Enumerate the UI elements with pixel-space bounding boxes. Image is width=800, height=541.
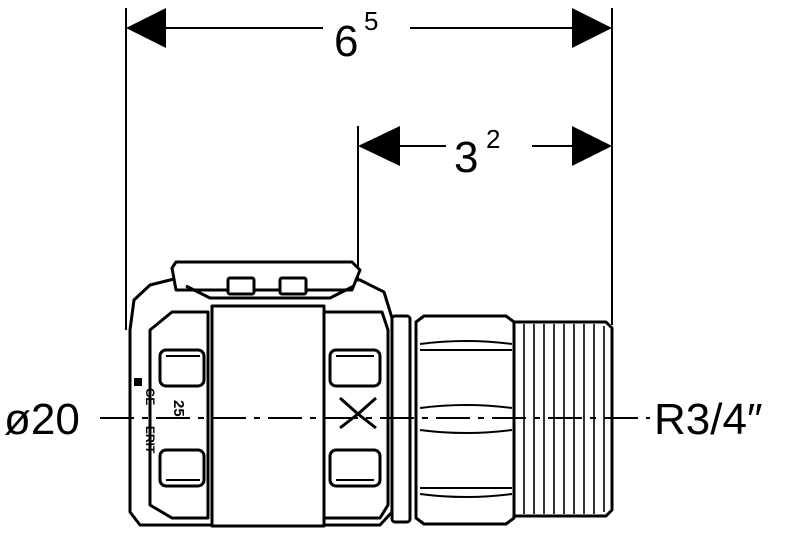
- overall-dimension: 6 5: [125, 6, 613, 330]
- arrowhead-left: [126, 8, 166, 48]
- window-details: [166, 355, 374, 481]
- hex-facets: [419, 340, 513, 498]
- arrowhead-right: [572, 8, 612, 48]
- insert-arrowhead-left: [358, 126, 400, 166]
- insert-dimension: 3 2: [357, 124, 612, 395]
- brand-text-bottom: ERIT: [143, 426, 157, 454]
- release-ring-tab-left: [226, 276, 256, 296]
- brand-text-top: GE: [143, 388, 157, 405]
- brand-square-mark: [134, 378, 142, 386]
- release-ring: [170, 260, 362, 292]
- overall-dimension-value: 6: [334, 17, 358, 66]
- thread-size-label: R3/4″: [654, 395, 763, 444]
- insert-dimension-superscript: 2: [486, 124, 500, 154]
- body-marks: GE ERIT 25: [134, 378, 377, 454]
- window-lower-left: [158, 448, 206, 488]
- insert-arrowhead-right: [572, 126, 612, 166]
- direction-symbol-icon: [339, 396, 377, 430]
- pipe-diameter-label: ø20: [4, 395, 80, 444]
- window-upper-right: [328, 348, 382, 388]
- window-upper-left: [158, 348, 206, 388]
- window-lower-right: [328, 448, 382, 488]
- insert-dimension-value: 3: [454, 133, 478, 182]
- threaded-part: [390, 314, 614, 526]
- center-sleeve: [210, 304, 326, 528]
- hex-nut: [414, 314, 516, 526]
- fitting-body: [128, 260, 394, 528]
- size-mark: 25: [170, 400, 187, 417]
- release-ring-lower-edge: [185, 284, 355, 300]
- overall-dimension-superscript: 5: [364, 6, 378, 36]
- release-ring-tab-right: [278, 276, 308, 296]
